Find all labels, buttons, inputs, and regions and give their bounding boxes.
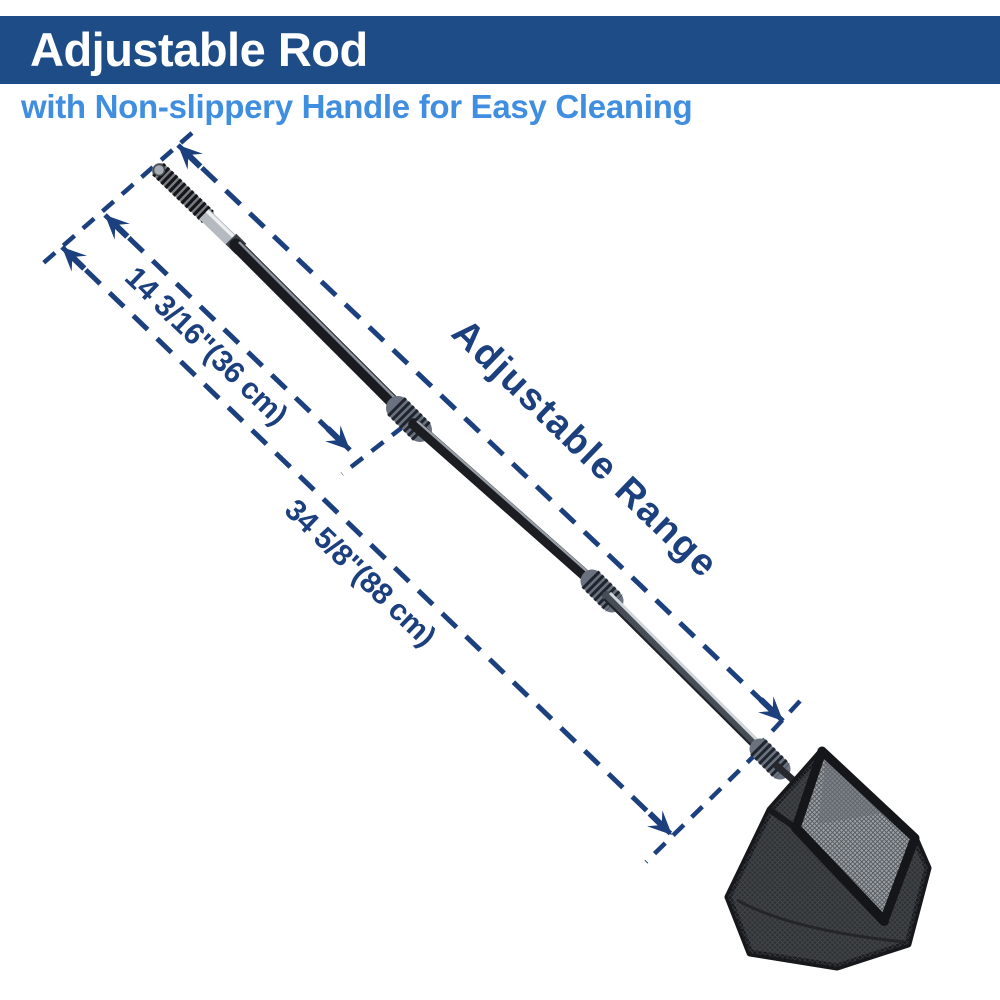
total-length-label: 34 5/8"(88 cm) — [278, 493, 442, 653]
net-front-rim — [791, 823, 889, 926]
total-length-dimension-line — [60, 245, 674, 837]
handle-length-label: 14 3/16"(36 cm) — [118, 261, 293, 432]
arrow-icon — [325, 425, 350, 450]
arrow-icon — [178, 145, 203, 170]
dimension-arrows — [62, 145, 783, 835]
extension-line-last-collar — [644, 750, 760, 864]
telescopic-rod — [152, 162, 812, 797]
extension-line-first-collar — [340, 424, 406, 476]
page-title: Adjustable Rod — [30, 23, 368, 76]
arrow-icon — [62, 247, 87, 272]
rod-section-3 — [602, 591, 777, 765]
mesh-net — [724, 746, 932, 971]
page-subtitle: with Non-slippery Handle for Easy Cleani… — [21, 88, 693, 125]
net-opening-frame — [791, 746, 920, 926]
rod-section-2 — [408, 418, 610, 598]
adjustable-range-label: Adjustable Range — [443, 311, 726, 586]
arrow-icon — [647, 810, 672, 835]
adjustable-range-dimension-line — [176, 143, 785, 723]
coiled-handle — [152, 162, 214, 224]
arrow-icon — [105, 215, 130, 240]
handle-tip-cap — [152, 163, 166, 177]
dimension-lines — [60, 143, 785, 837]
handle-length-dimension-line — [103, 213, 352, 452]
title-banner: Adjustable Rod — [0, 16, 1000, 84]
extension-lines — [38, 131, 802, 864]
rod-section-1 — [229, 238, 415, 424]
extension-line-handle-tip — [38, 131, 194, 268]
arrow-icon — [758, 696, 783, 721]
